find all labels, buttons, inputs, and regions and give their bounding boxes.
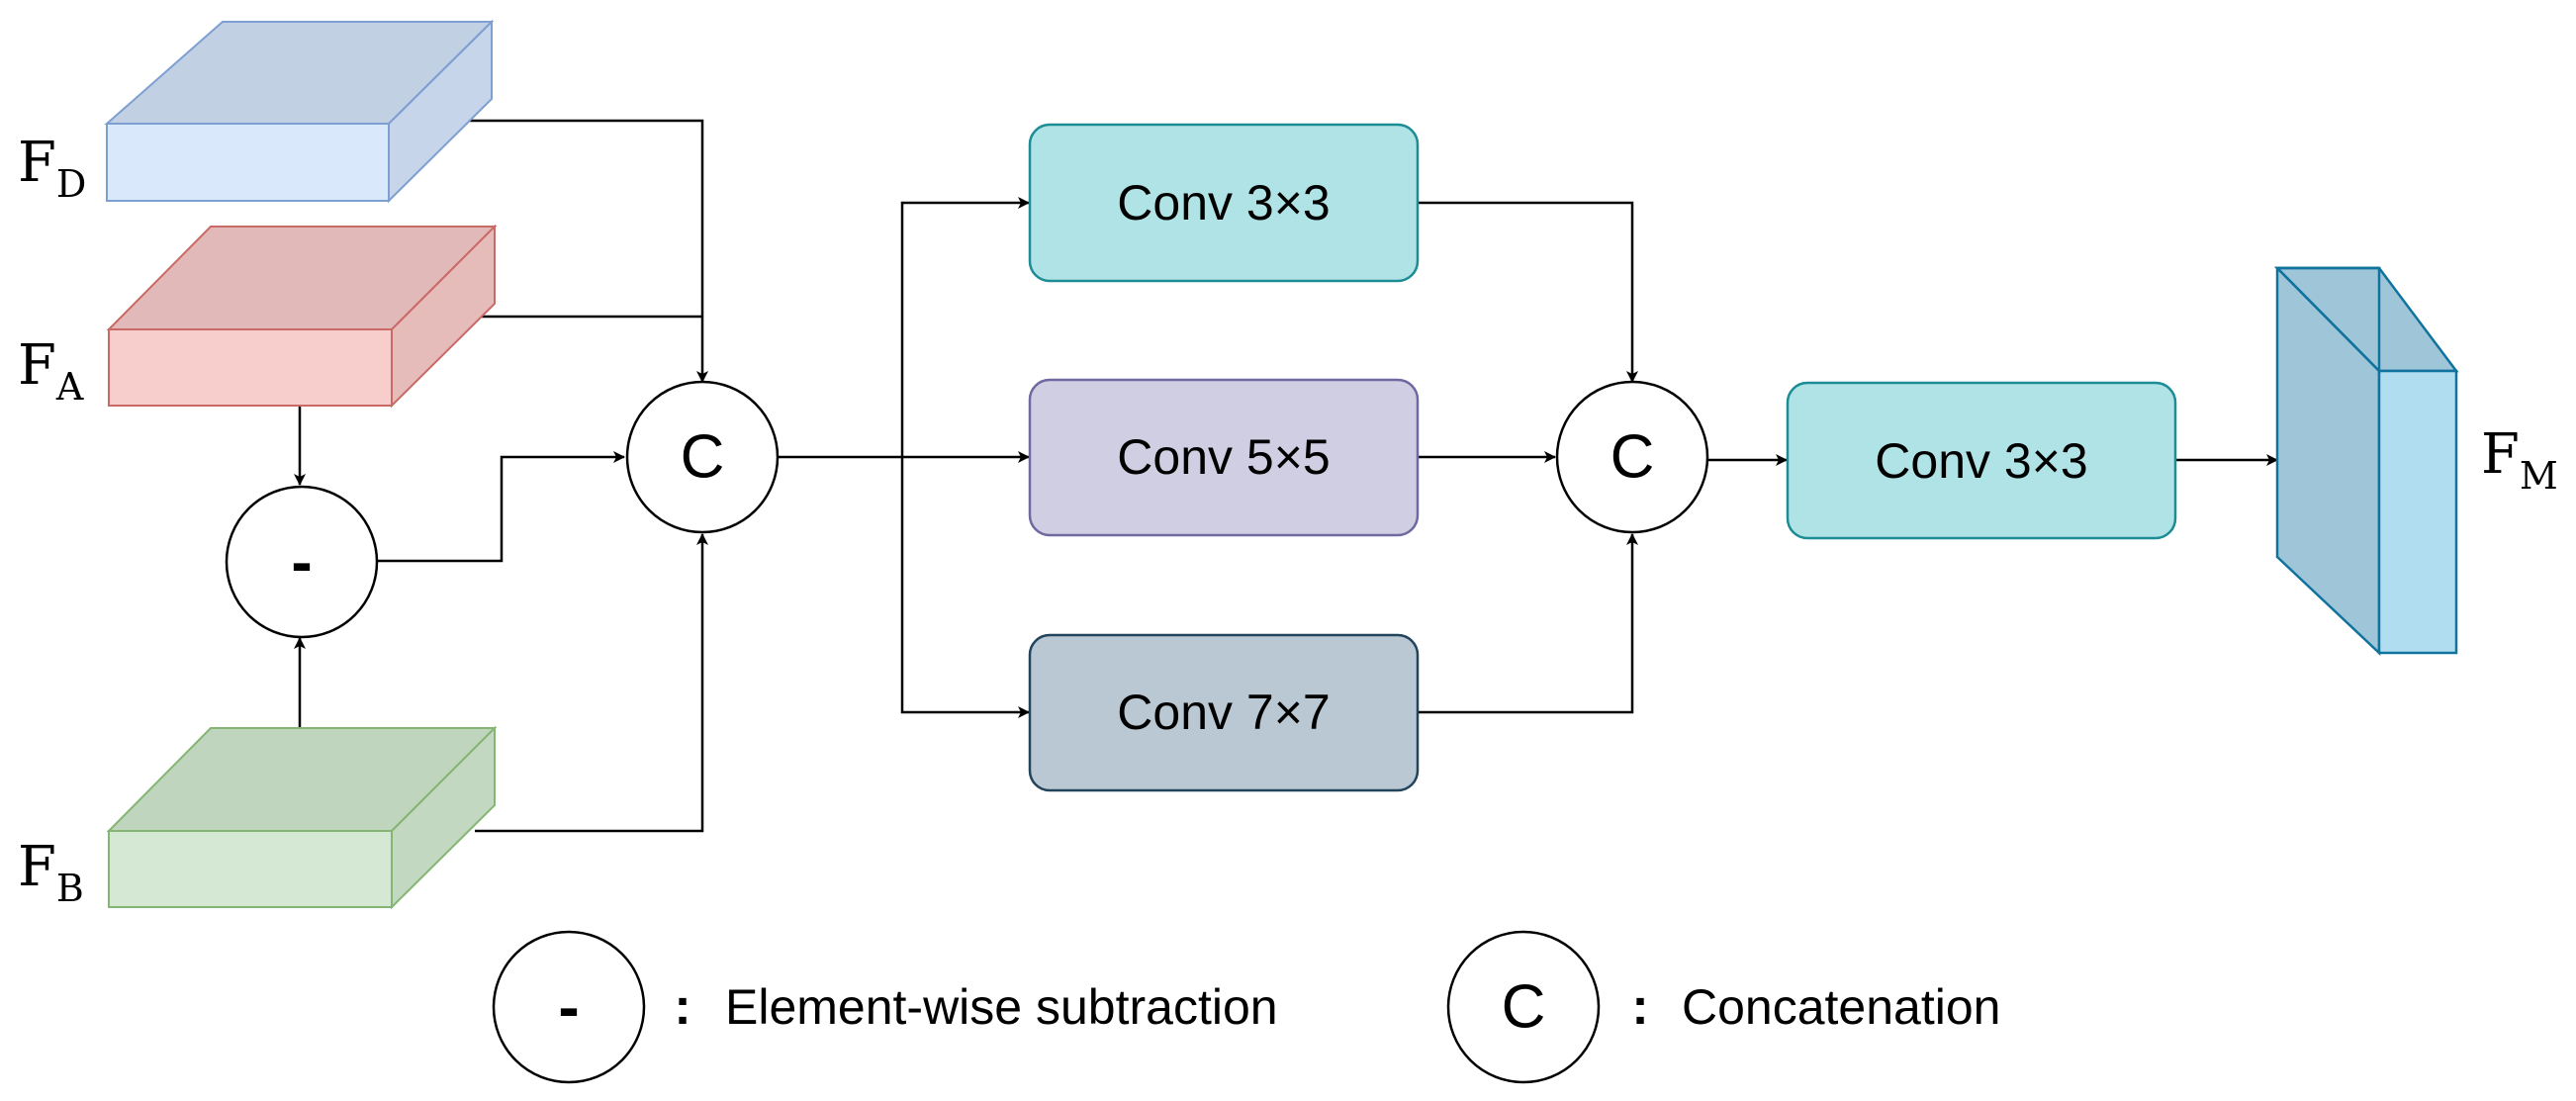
connector-subtract-concat	[378, 451, 625, 563]
legend-separator: :	[674, 978, 690, 1036]
conv-branch-7x7-label: Conv 7×7	[1117, 685, 1330, 740]
conv-branch-5x5: Conv 5×5	[1028, 378, 1420, 537]
connector-conv3-concat	[1418, 201, 1638, 383]
connector-to-conv7	[900, 457, 1030, 718]
legend-subtraction-symbol: -	[558, 971, 579, 1043]
legend-separator: :	[1631, 978, 1648, 1036]
concat-node-branches: C	[1555, 380, 1709, 534]
connectors	[294, 119, 2278, 833]
conv-fusion-label: Conv 3×3	[1875, 433, 2087, 489]
conv-branch-7x7: Conv 7×7	[1028, 633, 1420, 792]
connector-conv7-concat	[1418, 533, 1638, 714]
label-fb: FB	[18, 835, 84, 910]
label-fm: FM	[2481, 422, 2558, 498]
subtraction-symbol: -	[291, 526, 312, 597]
legend-item-subtraction: - : Element-wise subtraction	[492, 930, 1278, 1084]
legend-concat-symbol: C	[1502, 973, 1546, 1042]
connector-to-conv3	[900, 197, 1030, 457]
input-labels: FD FA FB	[18, 131, 86, 910]
conv-branch-3x3-label: Conv 3×3	[1117, 175, 1330, 230]
conv-branch-3x3: Conv 3×3	[1028, 123, 1420, 283]
legend-item-concatenation: C : Concatenation	[1446, 930, 2000, 1084]
legend-concat-text: Concatenation	[1682, 979, 2000, 1035]
feature-block-fd	[104, 19, 495, 204]
fd-front-face	[106, 123, 390, 202]
concat-node-input: C	[625, 380, 780, 534]
concat-symbol: C	[1610, 423, 1655, 492]
fa-front-face	[108, 328, 393, 407]
fb-front-face	[108, 830, 393, 908]
legend-subtraction-text: Element-wise subtraction	[725, 979, 1278, 1035]
fm-front-top	[2274, 266, 2381, 375]
label-fa: FA	[18, 333, 84, 409]
conv-branch-5x5-label: Conv 5×5	[1117, 429, 1330, 485]
subtraction-node: -	[225, 485, 379, 639]
legend: - : Element-wise subtraction C : Concate…	[492, 930, 2000, 1084]
conv-fusion: Conv 3×3	[1786, 381, 2177, 540]
feature-block-fm	[2274, 266, 2459, 656]
connector-fd-concat	[470, 119, 708, 383]
concat-symbol: C	[681, 423, 725, 492]
feature-block-fb	[106, 725, 498, 910]
feature-block-fa	[106, 224, 498, 409]
connector-fb-concat	[475, 533, 708, 833]
fm-front-face	[2377, 369, 2458, 655]
label-fd: FD	[18, 131, 86, 206]
